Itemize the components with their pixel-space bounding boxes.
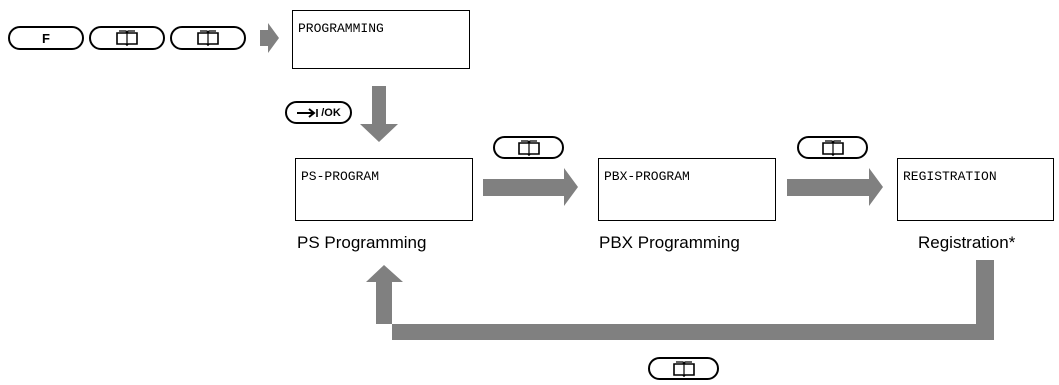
function-key-label: F bbox=[42, 30, 50, 46]
phonebook-icon bbox=[197, 30, 219, 46]
arrow-programming-to-ps bbox=[360, 86, 398, 142]
arrow-registration-to-ps bbox=[366, 260, 994, 340]
screen-programming-text: PROGRAMMING bbox=[298, 21, 384, 36]
phonebook-icon bbox=[116, 30, 138, 46]
phonebook-key-4[interactable] bbox=[797, 136, 868, 159]
caption-registration: Registration* bbox=[918, 233, 1016, 252]
right-arrow-icon bbox=[297, 107, 319, 118]
phonebook-key-2[interactable] bbox=[170, 26, 246, 50]
arrow-ps-to-pbx bbox=[483, 168, 578, 206]
screen-registration: REGISTRATION bbox=[897, 158, 1054, 221]
screen-pbx-program: PBX-PROGRAM bbox=[598, 158, 776, 221]
arrow-keys-to-programming bbox=[260, 23, 279, 53]
phonebook-icon bbox=[821, 139, 844, 156]
phonebook-key-1[interactable] bbox=[89, 26, 165, 50]
screen-programming: PROGRAMMING bbox=[292, 10, 470, 69]
caption-pbx-programming: PBX Programming bbox=[599, 233, 740, 252]
phonebook-icon bbox=[517, 139, 540, 156]
ok-key[interactable]: /OK bbox=[285, 101, 352, 124]
caption-ps-programming: PS Programming bbox=[297, 233, 427, 252]
screen-ps-program-text: PS-PROGRAM bbox=[301, 169, 380, 184]
function-key[interactable]: F bbox=[8, 26, 84, 50]
phonebook-key-3[interactable] bbox=[493, 136, 564, 159]
phonebook-icon bbox=[672, 360, 695, 377]
screen-ps-program: PS-PROGRAM bbox=[295, 158, 473, 221]
ok-key-label: /OK bbox=[321, 106, 341, 119]
screen-registration-text: REGISTRATION bbox=[903, 169, 997, 184]
arrow-pbx-to-registration bbox=[787, 168, 883, 206]
screen-pbx-program-text: PBX-PROGRAM bbox=[604, 169, 690, 184]
phonebook-key-5[interactable] bbox=[648, 357, 719, 380]
